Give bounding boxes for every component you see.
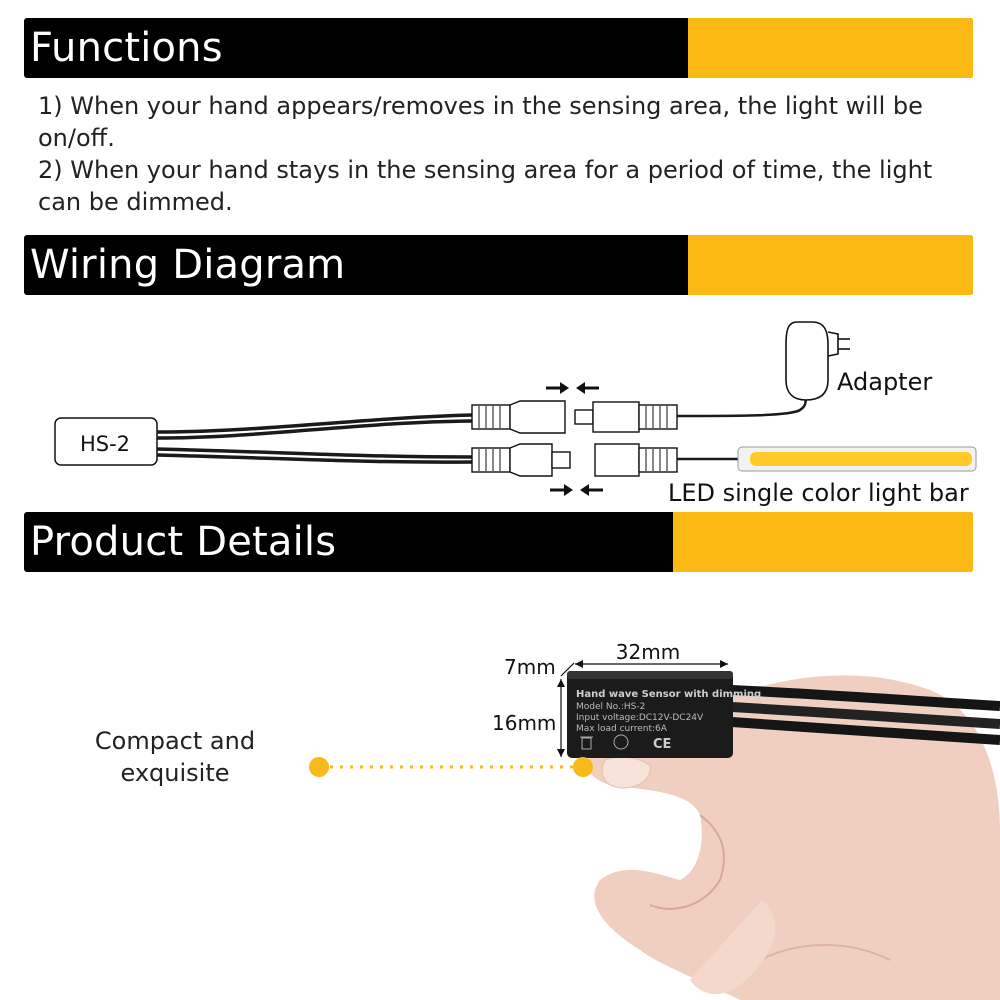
section-title-wiring: Wiring Diagram xyxy=(30,242,346,288)
hs2-sensor-device: Hand wave Sensor with dimming Model No.:… xyxy=(567,671,761,758)
sensor-cables xyxy=(731,685,1000,745)
male-connector-lower xyxy=(594,443,678,477)
device-voltage: Input voltage:DC12V-DC24V xyxy=(576,713,704,723)
female-connector-upper xyxy=(471,400,566,434)
rohs-icon xyxy=(613,734,629,750)
ce-mark: CE xyxy=(653,737,671,752)
callout-dot-right xyxy=(573,757,593,777)
dimension-width-label: 32mm xyxy=(616,640,680,664)
female-connector-lower xyxy=(471,443,571,477)
banner-accent xyxy=(688,18,973,78)
recycle-bin-icon xyxy=(580,736,593,750)
functions-description: 1) When your hand appears/removes in the… xyxy=(38,90,958,218)
functions-banner: Functions xyxy=(24,18,973,78)
dimension-height-label: 16mm xyxy=(492,711,556,735)
dimension-depth xyxy=(560,662,575,677)
sensor-box xyxy=(54,417,158,466)
wiring-diagram: HS-2 xyxy=(54,321,977,507)
led-light-bar xyxy=(737,446,977,472)
section-title-functions: Functions xyxy=(30,25,223,71)
device-current: Max load current:6A xyxy=(576,724,668,734)
compact-callout: Compact and exquisite xyxy=(94,727,256,787)
device-model: Model No.:HS-2 xyxy=(576,702,645,712)
device-name: Hand wave Sensor with dimming xyxy=(576,689,761,700)
connect-arrows-lower xyxy=(550,484,603,496)
light-bar-label: LED single color light bar xyxy=(668,479,969,507)
dimension-height xyxy=(557,679,565,757)
details-banner: Product Details xyxy=(24,512,973,572)
adapter-label: Adapter xyxy=(837,368,932,396)
banner-accent xyxy=(673,512,973,572)
connect-arrows-upper xyxy=(546,382,599,394)
adapter-cable xyxy=(676,392,807,418)
banner-accent xyxy=(688,235,973,295)
function-line-2: 2) When your hand stays in the sensing a… xyxy=(38,156,933,216)
cable-lower-2 xyxy=(156,453,473,464)
product-illustration: Hand wave Sensor with dimming Model No.:… xyxy=(309,640,1000,1000)
sensor-label: HS-2 xyxy=(80,432,130,456)
cable-upper xyxy=(156,413,473,434)
section-title-details: Product Details xyxy=(30,519,337,565)
power-adapter-icon xyxy=(785,321,850,401)
male-connector-upper xyxy=(574,401,678,433)
wiring-banner: Wiring Diagram xyxy=(24,235,973,295)
callout-dot-left xyxy=(309,757,329,777)
dimension-depth-label: 7mm xyxy=(504,655,556,679)
dimension-width xyxy=(575,660,728,668)
cable-lower xyxy=(156,447,473,459)
cable-upper-2 xyxy=(156,419,473,440)
function-line-1: 1) When your hand appears/removes in the… xyxy=(38,92,923,152)
